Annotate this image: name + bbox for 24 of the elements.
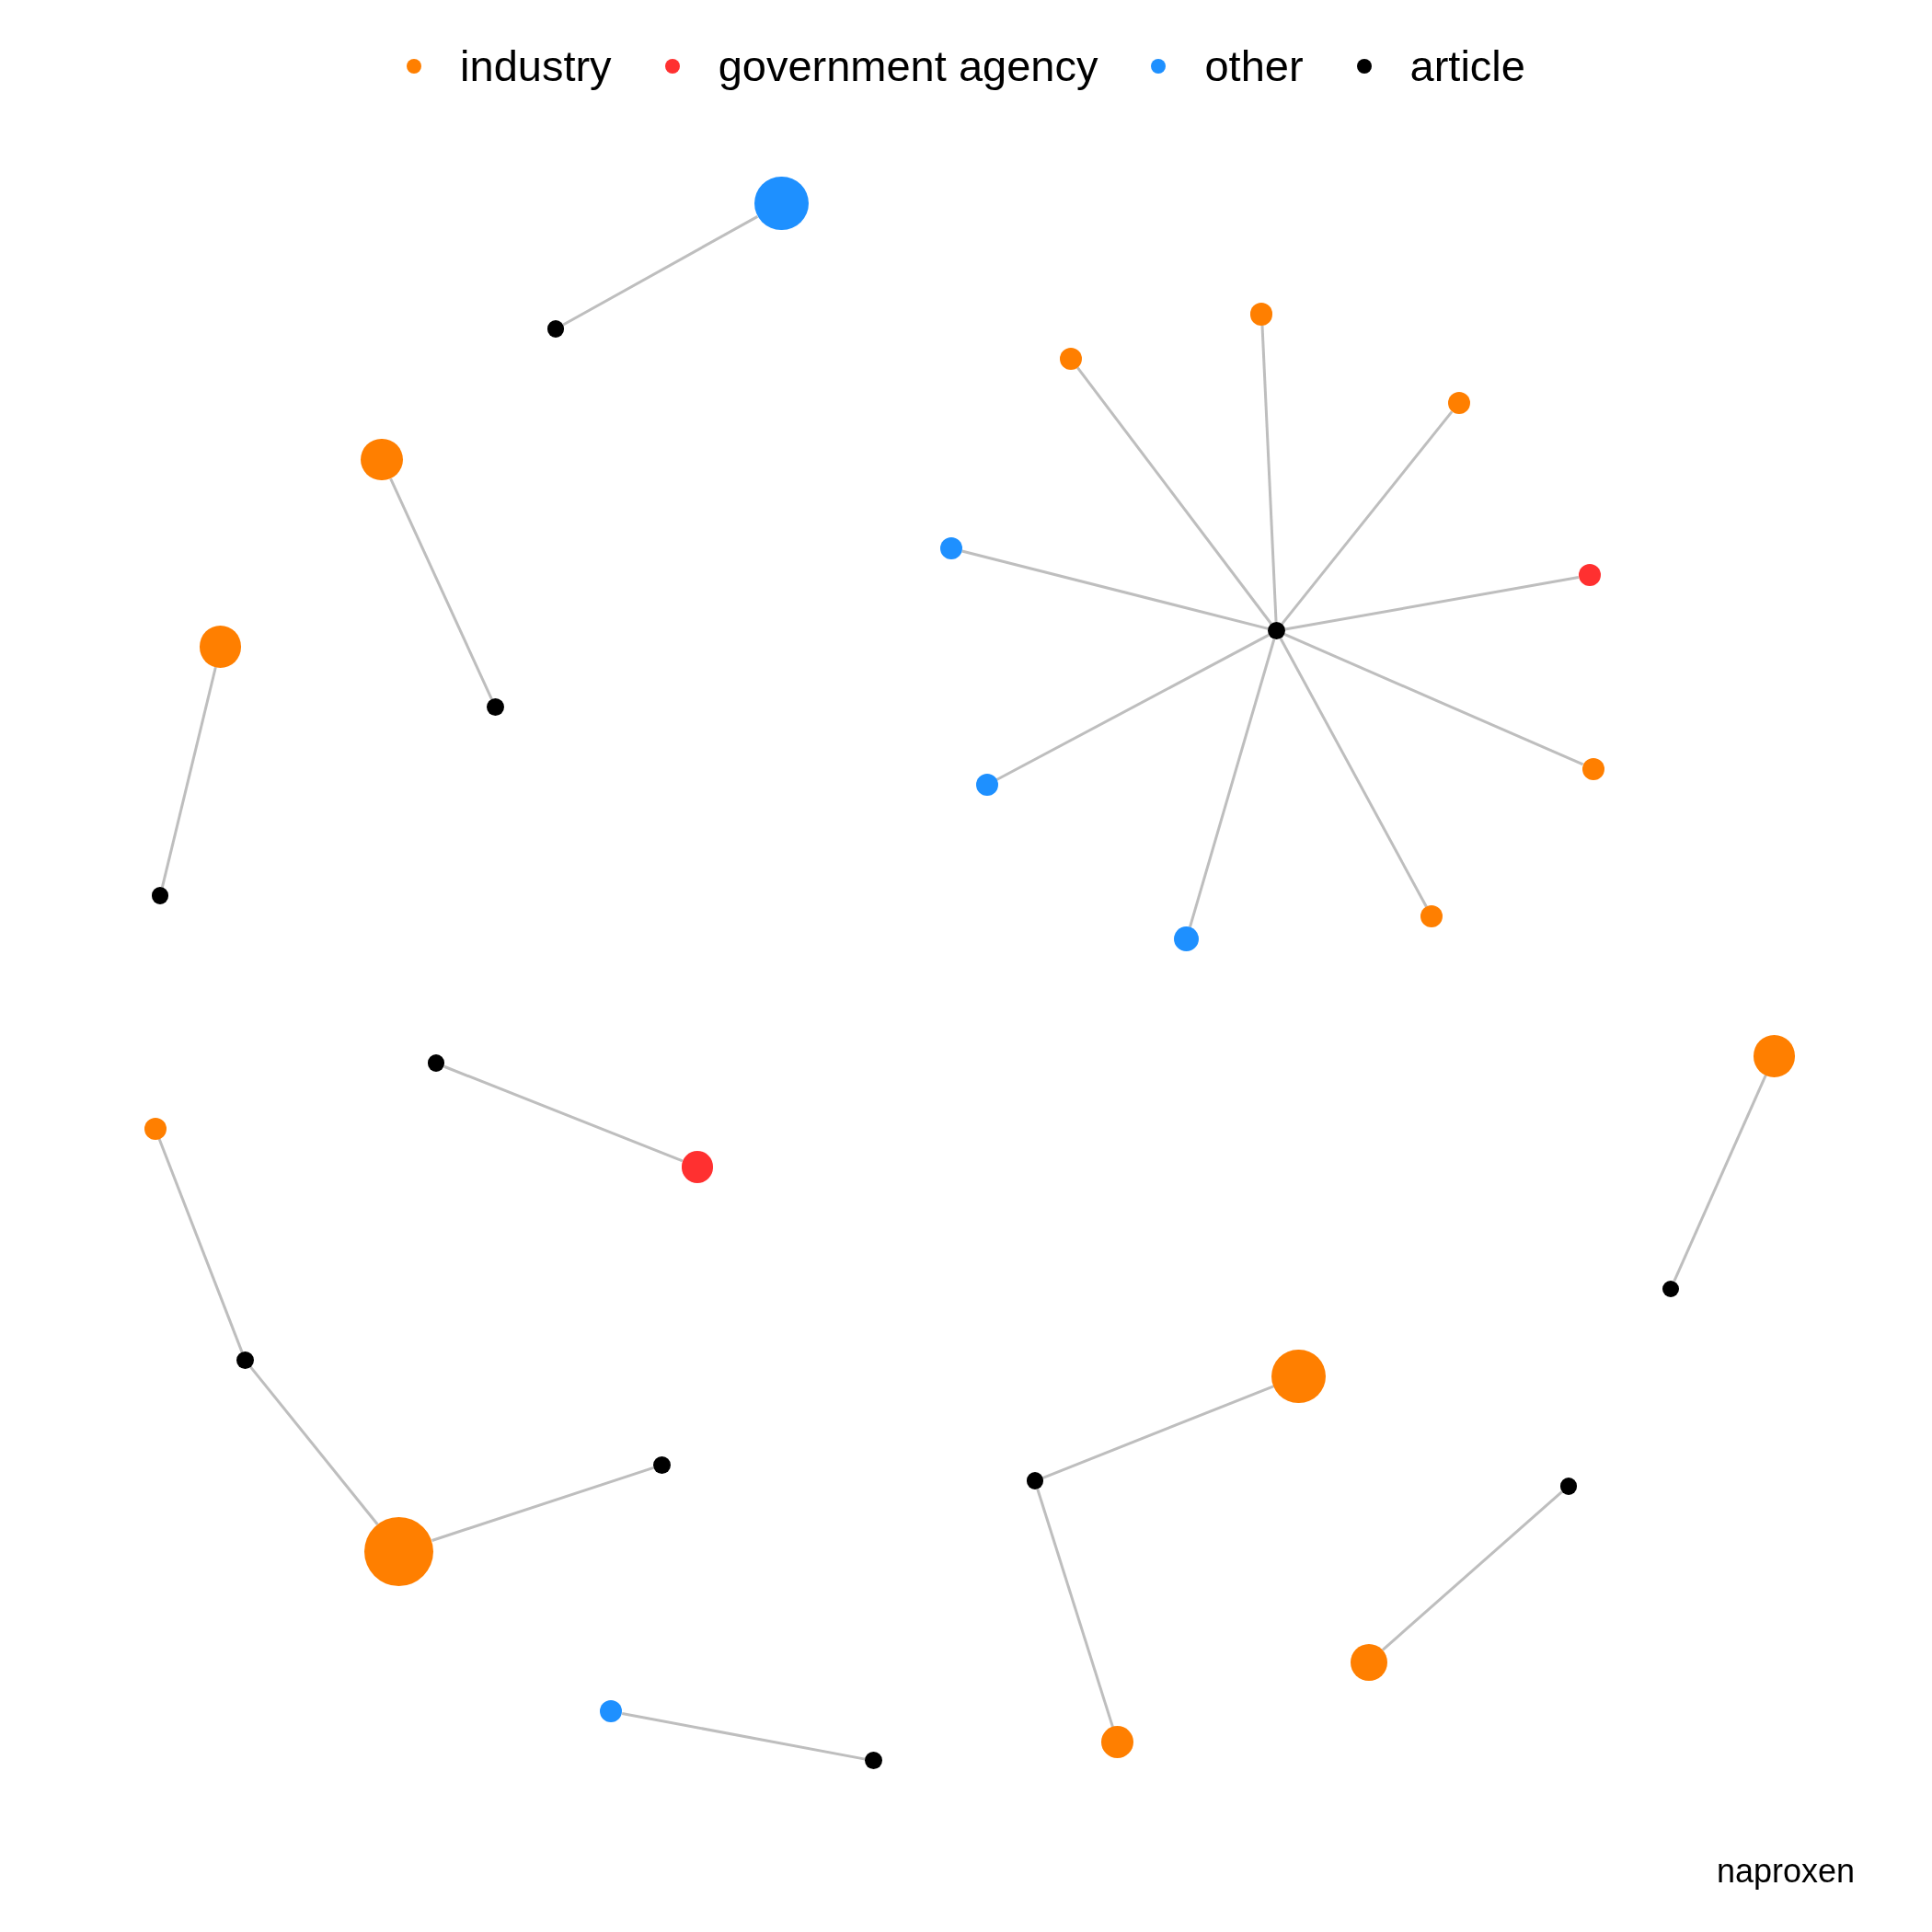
connector-line — [389, 477, 493, 700]
connector-line — [1260, 325, 1278, 623]
connector-line — [1283, 633, 1584, 766]
connector-line — [157, 1138, 244, 1353]
connector-line — [249, 1365, 379, 1525]
connector-line — [1281, 410, 1454, 626]
legend-label: other — [1204, 44, 1304, 87]
connector-line — [431, 1466, 654, 1542]
connector-line — [1673, 1074, 1767, 1282]
graph-caption: naproxen — [1716, 1855, 1855, 1888]
connector-line — [1279, 638, 1428, 908]
connector-line — [621, 1712, 866, 1761]
legend-label: article — [1409, 44, 1525, 87]
connector-line — [443, 1064, 684, 1163]
connector-line — [1036, 1489, 1114, 1728]
connector-line — [1284, 576, 1580, 631]
connector-line — [1042, 1385, 1274, 1479]
connector-line — [160, 666, 217, 888]
connector-line — [1075, 366, 1273, 626]
connector-line — [562, 215, 759, 327]
connector-line — [961, 549, 1269, 630]
connector-line — [1189, 638, 1276, 928]
connector-line — [1382, 1490, 1563, 1651]
connector-line — [995, 633, 1270, 781]
